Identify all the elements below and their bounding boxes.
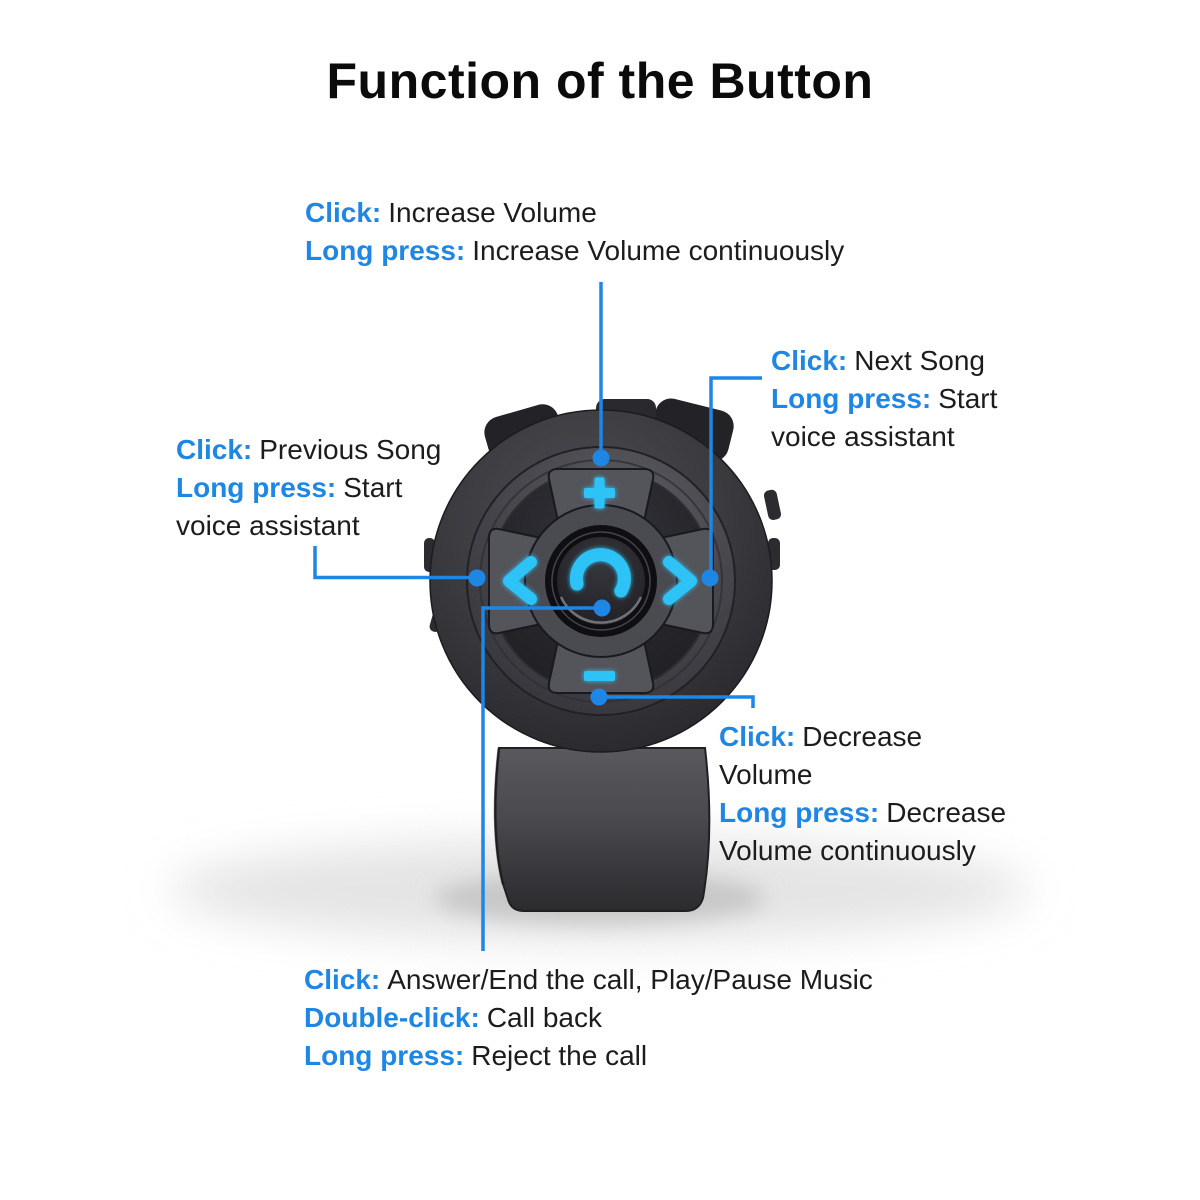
callout-previous-song: Click:Previous Song Long press:Start voi… bbox=[176, 431, 441, 545]
callout-line-text: Click:Answer/End the call, Play/Pause Mu… bbox=[304, 964, 873, 995]
callout-line-previous-song bbox=[313, 546, 472, 580]
callout-line-next-song bbox=[709, 376, 762, 577]
callout-line-call bbox=[481, 606, 598, 951]
phone-icon bbox=[569, 548, 631, 598]
callout-line-text: Click:Previous Song bbox=[176, 434, 442, 465]
clip-strap bbox=[493, 747, 711, 912]
callout-line-text: voice assistant bbox=[176, 510, 360, 541]
chevron-left-icon bbox=[503, 556, 537, 605]
callout-line-text: Click:Increase Volume bbox=[305, 197, 597, 228]
callout-volume-up: Click:Increase Volume Long press:Increas… bbox=[305, 194, 844, 270]
plus-icon bbox=[584, 477, 615, 509]
callout-line-text: Double-click:Call back bbox=[304, 1002, 602, 1033]
callout-line-text: Long press:Reject the call bbox=[304, 1040, 648, 1071]
callout-dot-call bbox=[593, 599, 611, 617]
callout-line-text: Long press:Increase Volume continuously bbox=[305, 235, 845, 266]
callout-next-song: Click:Next Song Long press:Start voice a… bbox=[771, 342, 997, 456]
minus-icon bbox=[584, 671, 615, 681]
callout-line-text: Long press:Decrease bbox=[719, 797, 1007, 828]
button-glyphs bbox=[503, 477, 697, 681]
callout-dot-next-song bbox=[701, 569, 719, 587]
callout-line-text: Volume continuously bbox=[719, 835, 976, 866]
callout-line-text: Click:Next Song bbox=[771, 345, 985, 376]
page-title: Function of the Button bbox=[326, 53, 874, 109]
callout-dot-previous-song bbox=[468, 569, 486, 587]
callout-call: Click:Answer/End the call, Play/Pause Mu… bbox=[304, 961, 873, 1075]
chevron-right-icon bbox=[663, 556, 697, 605]
callout-line-volume-down bbox=[602, 695, 755, 708]
callout-line-text: Long press:Start bbox=[771, 383, 998, 414]
callout-line-text: Long press:Start bbox=[176, 472, 403, 503]
callout-line-text: Volume bbox=[719, 759, 813, 790]
callout-volume-down: Click:Decrease Volume Long press:Decreas… bbox=[719, 718, 1006, 870]
callout-line-text: Click:Decrease bbox=[719, 721, 923, 752]
callout-dot-volume-down bbox=[590, 688, 608, 706]
callout-dot-volume-up bbox=[592, 449, 610, 467]
callout-line-text: voice assistant bbox=[771, 421, 955, 452]
